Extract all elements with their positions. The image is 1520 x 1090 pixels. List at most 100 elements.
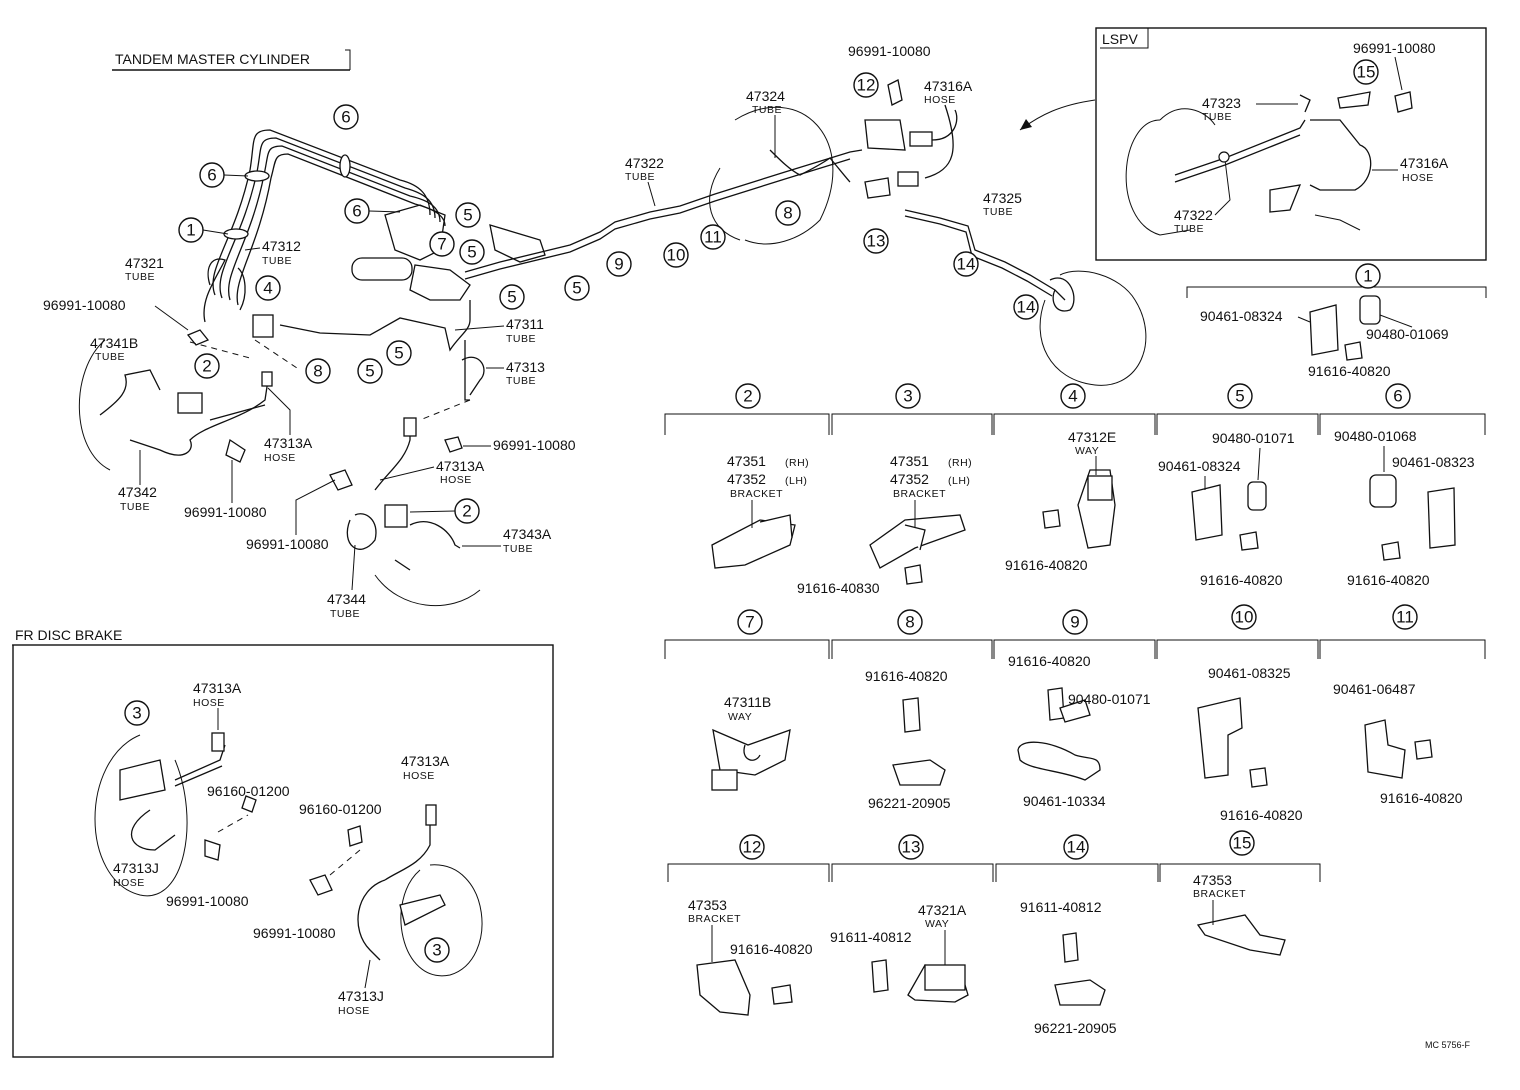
svg-text:1: 1 [1363,267,1372,286]
fr-label-47313J-b: 47313J [338,988,384,1004]
label-47312: 47312 [262,238,301,254]
footer-code: MC 5756-F [1425,1040,1471,1050]
detail-10: 10 90461-08325 91616-40820 [1156,604,1319,823]
fr-label-47313A-a: 47313A [193,680,242,696]
svg-text:96221-20905: 96221-20905 [1034,1020,1117,1036]
main-brake-line-drawing [78,79,1147,607]
callout-5: 5 [564,275,590,301]
svg-text:90461-08325: 90461-08325 [1208,665,1291,681]
svg-text:HOSE: HOSE [403,770,435,782]
svg-text:4: 4 [263,279,272,298]
svg-text:BRACKET: BRACKET [688,913,741,925]
detail-1: 1 90461-08324 90480-01069 91616-40820 [1186,263,1487,379]
svg-text:91616-40820: 91616-40820 [865,668,948,684]
svg-text:91616-40820: 91616-40820 [1008,653,1091,669]
label-96991-10080-c: 96991-10080 [493,437,576,453]
svg-text:47353: 47353 [1193,872,1232,888]
svg-text:3: 3 [132,704,141,723]
svg-text:1: 1 [186,221,195,240]
callout-2: 2 [194,353,220,379]
svg-text:TUBE: TUBE [262,255,292,267]
label-47313: 47313 [506,359,545,375]
svg-text:8: 8 [313,362,322,381]
svg-text:14: 14 [957,255,976,274]
callout-5: 5 [386,340,412,366]
svg-text:TUBE: TUBE [625,171,655,183]
svg-text:5: 5 [1235,387,1244,406]
svg-text:90461-08323: 90461-08323 [1392,454,1475,470]
callout-5: 5 [459,239,485,265]
callout-2: 2 [454,498,480,524]
svg-text:(RH): (RH) [948,457,972,469]
label-47321: 47321 [125,255,164,271]
svg-text:4: 4 [1068,387,1077,406]
svg-text:91616-40820: 91616-40820 [1200,572,1283,588]
svg-text:47312E: 47312E [1068,429,1116,445]
svg-text:TUBE: TUBE [503,543,533,555]
fr-callout-3: 3 [424,937,450,963]
label-96991-10080-d: 96991-10080 [246,536,329,552]
svg-text:TUBE: TUBE [330,608,360,620]
callout-6: 6 [344,198,370,224]
svg-text:7: 7 [437,235,446,254]
callout-5: 5 [455,202,481,228]
svg-text:HOSE: HOSE [1402,172,1434,184]
lspv-label-96991-10080: 96991-10080 [1353,40,1436,56]
svg-text:5: 5 [365,362,374,381]
detail-2: 2 47351 (RH) 47352 (LH) BRACKET [664,383,830,569]
svg-text:11: 11 [1396,608,1414,627]
svg-text:(LH): (LH) [948,475,970,487]
svg-text:8: 8 [905,613,914,632]
fr-callout-3: 3 [124,700,150,726]
lspv-inset: LSPV 15 96991-10080 47323 TUBE 47316A HO… [1095,27,1487,261]
svg-text:(LH): (LH) [785,475,807,487]
label-96991-10080-a: 96991-10080 [43,297,126,313]
svg-text:47352: 47352 [890,471,929,487]
detail-6: 6 90480-01068 90461-08323 91616-40820 [1319,383,1486,588]
main-part-labels: 47321 TUBE 47312 TUBE 96991-10080 47341B… [43,43,1022,620]
svg-text:(RH): (RH) [785,457,809,469]
callout-1: 1 [178,217,204,243]
detail-5: 5 90480-01071 90461-08324 91616-40820 [1156,383,1319,588]
svg-text:6: 6 [352,202,361,221]
svg-text:HOSE: HOSE [440,474,472,486]
label-47316A: 47316A [924,78,973,94]
fr-label-96991-10080-a: 96991-10080 [166,893,249,909]
svg-text:90461-10334: 90461-10334 [1023,793,1106,809]
callout-5: 5 [499,284,525,310]
label-47342: 47342 [118,484,157,500]
detail-4: 4 47312E WAY 91616-40820 [993,383,1156,573]
detail-9: 9 91616-40820 90480-01071 90461-10334 [993,609,1156,809]
svg-text:2: 2 [202,357,211,376]
detail-7: 7 47311B WAY [664,609,830,791]
svg-text:5: 5 [463,206,472,225]
callout-14: 14 [953,251,979,277]
svg-text:91616-40820: 91616-40820 [1220,807,1303,823]
svg-text:WAY: WAY [728,711,752,723]
svg-text:WAY: WAY [925,918,949,930]
svg-text:13: 13 [902,838,921,857]
svg-text:10: 10 [667,246,686,265]
svg-text:91616-40820: 91616-40820 [1308,363,1391,379]
detail-3: 3 47351 (RH) 47352 (LH) BRACKET 91616-40… [797,383,993,596]
svg-text:5: 5 [572,279,581,298]
svg-text:5: 5 [467,243,476,262]
svg-text:13: 13 [867,232,886,251]
label-47324: 47324 [746,88,785,104]
svg-text:TUBE: TUBE [752,104,782,116]
svg-text:90480-01069: 90480-01069 [1366,326,1449,342]
callout-6: 6 [333,104,359,130]
svg-text:TUBE: TUBE [1174,223,1204,235]
svg-text:HOSE: HOSE [113,877,145,889]
svg-text:HOSE: HOSE [338,1005,370,1017]
detail-12: 12 47353 BRACKET 91616-40820 [667,834,830,1016]
callout-11: 11 [700,224,726,250]
svg-text:HOSE: HOSE [924,94,956,106]
detail-13: 13 47321A WAY 91611-40812 [830,834,994,1003]
svg-text:91616-40820: 91616-40820 [1347,572,1430,588]
detail-14: 14 91611-40812 96221-20905 [995,834,1159,1036]
svg-text:TUBE: TUBE [506,333,536,345]
svg-text:TUBE: TUBE [95,351,125,363]
fr-disc-brake-title: FR DISC BRAKE [15,627,122,643]
